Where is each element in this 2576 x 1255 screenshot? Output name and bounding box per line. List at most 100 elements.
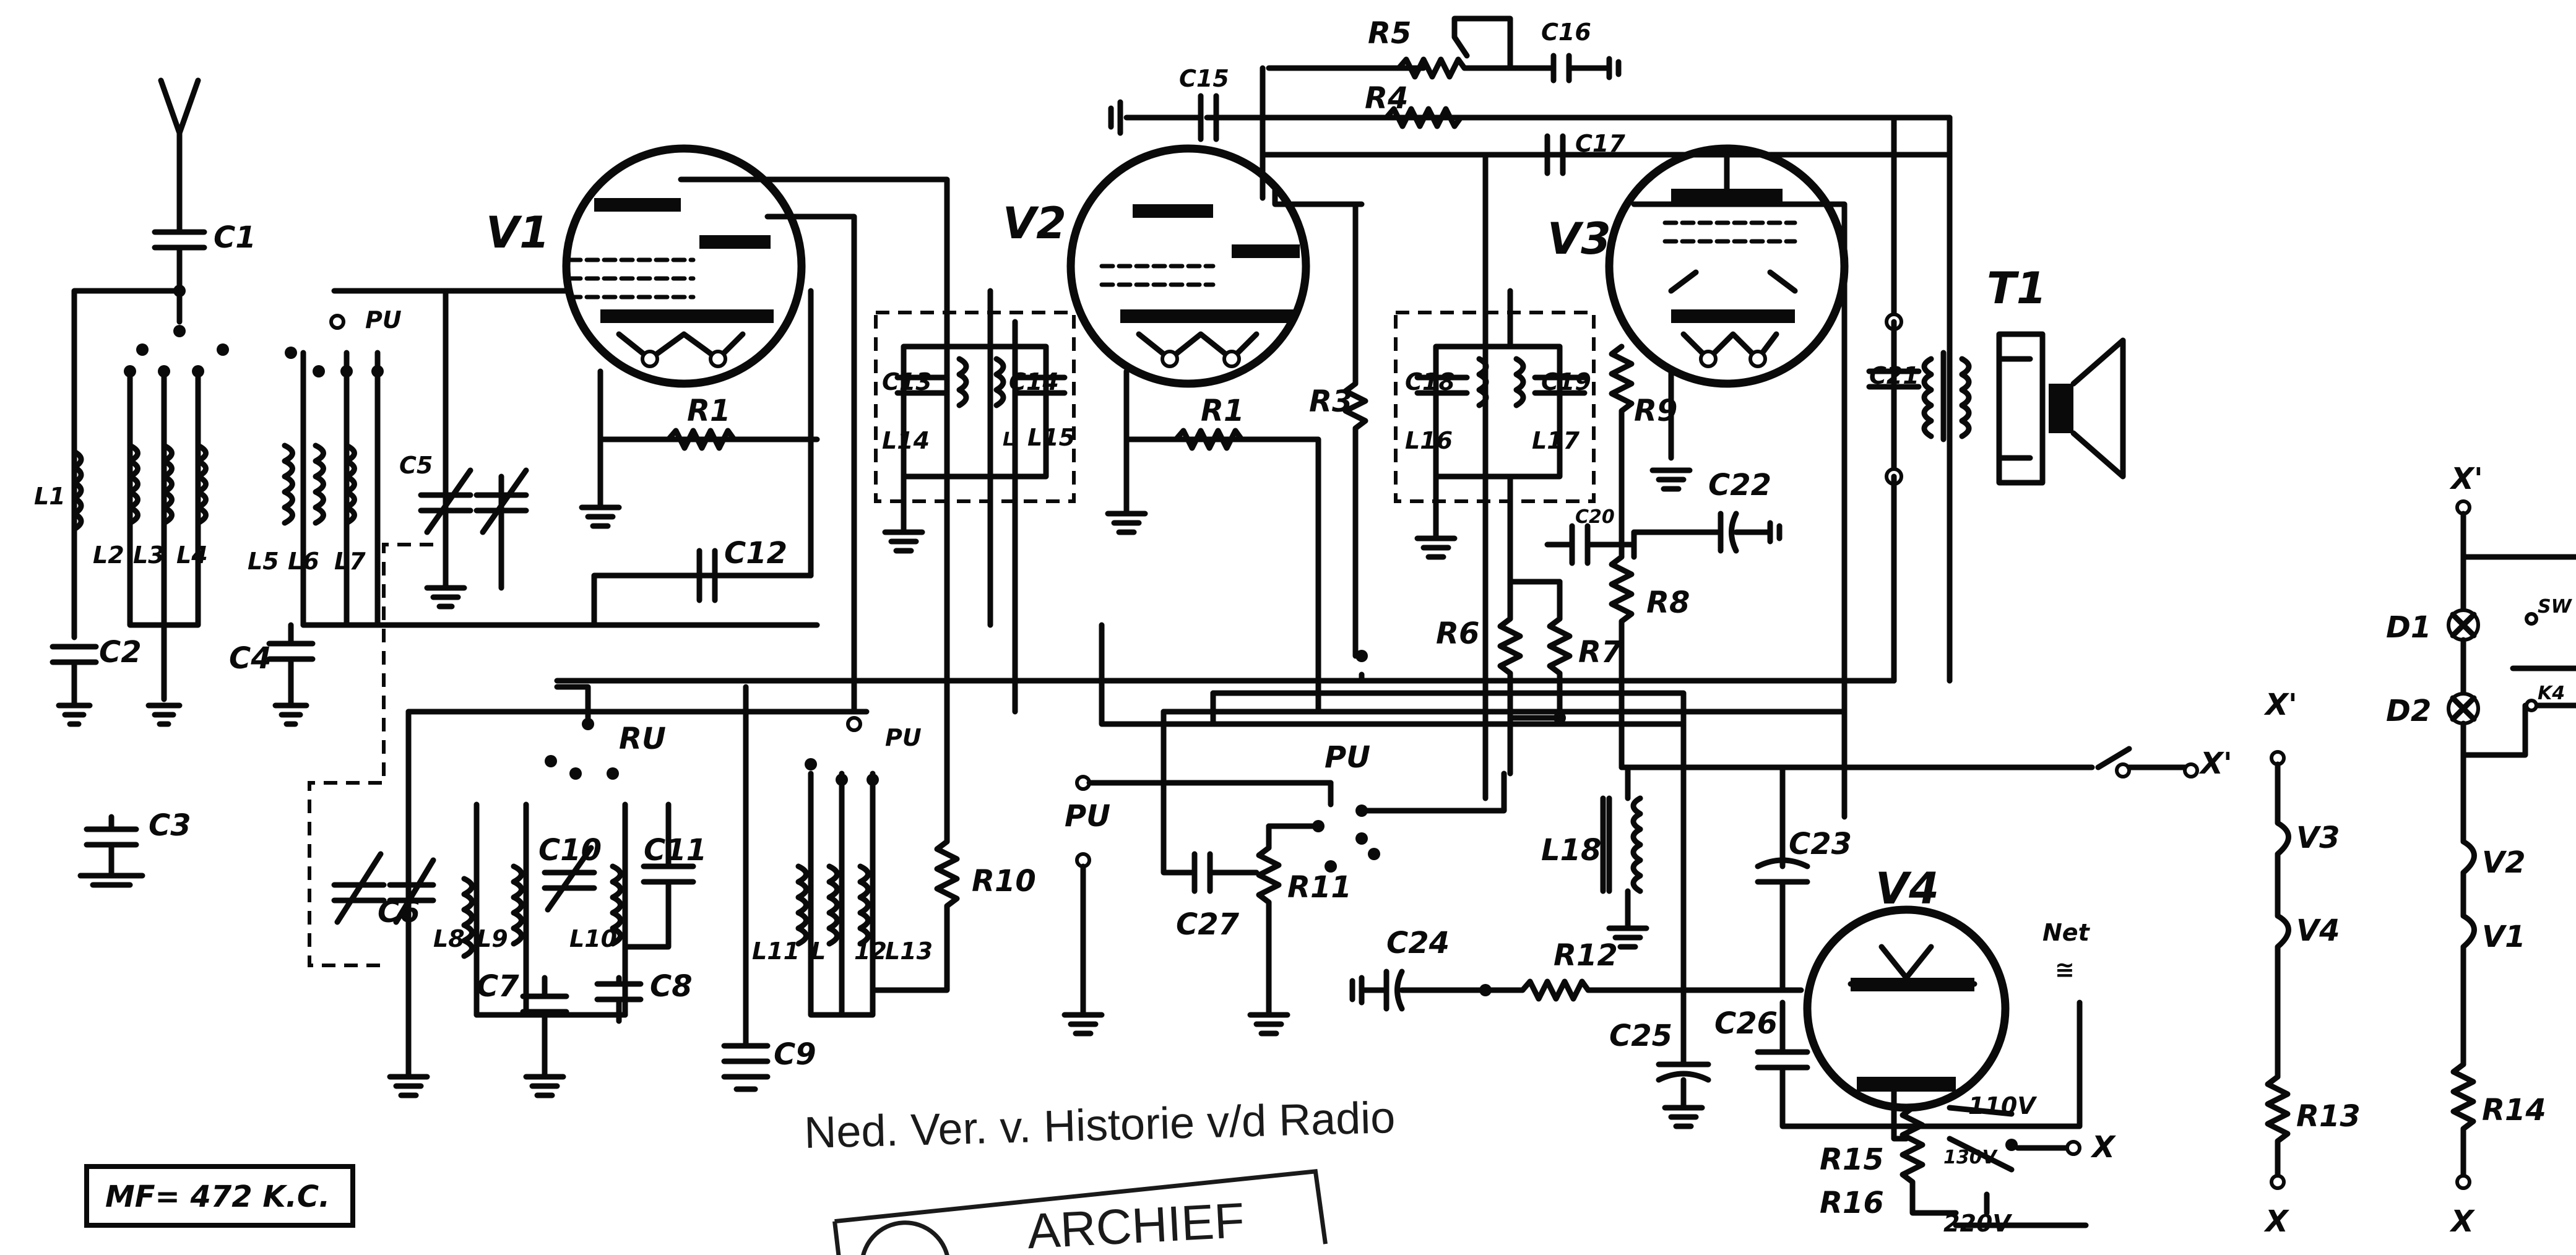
label-d2: D2 — [2386, 694, 2431, 728]
label-v1: V1 — [486, 207, 550, 258]
label-c26: C26 — [1714, 1006, 1778, 1041]
label-r5: R5 — [1368, 16, 1411, 51]
power-section — [1349, 746, 2199, 1129]
input-coil-bank — [266, 288, 820, 967]
label-c14: C14 — [1009, 368, 1059, 395]
label-r9: R9 — [1634, 394, 1677, 428]
label-r1: R1 — [687, 394, 730, 428]
label-c25: C25 — [1609, 1019, 1672, 1053]
label-l8: L8 — [433, 925, 465, 952]
label-l4: L4 — [176, 541, 208, 569]
label-ru: RU — [619, 722, 666, 756]
label-l3: L3 — [133, 541, 165, 569]
label-fil-v4: V4 — [2296, 913, 2340, 948]
label-c10: C10 — [538, 833, 602, 868]
label-sw2: K4 — [2538, 683, 2565, 704]
label-c12: C12 — [724, 536, 787, 571]
label-sw1: SW — [2538, 596, 2573, 618]
label-r10: R10 — [972, 864, 1036, 899]
label-r3: R3 — [1309, 384, 1352, 419]
label-c7: C7 — [477, 969, 519, 1004]
label-r11: R11 — [1287, 870, 1352, 905]
label-c15: C15 — [1179, 65, 1229, 92]
archive-stamp: ARCHIEF — [832, 1169, 1328, 1255]
if-coil-bank — [721, 684, 960, 1092]
label-l17: L17 — [1532, 427, 1580, 454]
tube-v1 — [562, 144, 950, 715]
label-fil-v2: V2 — [2482, 845, 2526, 880]
stamp-text: ARCHIEF — [1026, 1192, 1245, 1255]
label-c13: C13 — [882, 368, 932, 395]
label-c18: C18 — [1405, 368, 1455, 395]
label-pu3: PU — [1065, 799, 1110, 834]
label-r7: R7 — [1578, 635, 1622, 670]
label-220v: 220V — [1943, 1210, 2012, 1237]
label-t1: T1 — [1987, 263, 2046, 314]
label-c19: C19 — [1541, 368, 1591, 395]
label-fil-v1: V1 — [2482, 920, 2526, 954]
label-x-2: X — [2263, 1204, 2289, 1239]
antenna-icon — [158, 77, 201, 235]
label-c5: C5 — [399, 452, 433, 479]
label-c4: C4 — [229, 641, 272, 676]
label-l2: L2 — [93, 541, 124, 569]
label-r8: R8 — [1646, 585, 1690, 620]
label-pu2: PU — [885, 724, 922, 751]
mf-label: MF= 472 K.C. — [105, 1180, 330, 1214]
label-c1: C1 — [214, 220, 256, 255]
tube-v4 — [1803, 905, 2089, 1228]
antenna-section — [50, 77, 229, 888]
label-pu4: PU — [1325, 740, 1370, 775]
label-c3: C3 — [149, 808, 191, 843]
label-r6: R6 — [1436, 616, 1479, 651]
label-c22: C22 — [1708, 468, 1771, 502]
label-l14: L14 — [882, 427, 930, 454]
label-x-1: X — [2090, 1130, 2116, 1165]
label-c6: C6 — [378, 895, 420, 929]
if-transformer-1 — [874, 288, 1076, 715]
label-l1: L1 — [34, 483, 66, 510]
filament-chain-2 — [2447, 499, 2576, 1190]
label-c24: C24 — [1386, 926, 1450, 960]
label-r16: R16 — [1820, 1186, 1884, 1220]
label-l5: L5 — [248, 548, 279, 575]
label-c16: C16 — [1541, 19, 1591, 46]
label-l-if: L — [1003, 429, 1014, 451]
label-net-symbol: ≅ — [2055, 956, 2075, 983]
label-l12: 12 — [854, 938, 887, 965]
label-pu1: PU — [365, 306, 402, 334]
bottom-bus — [554, 616, 1953, 820]
label-x-3: X — [2449, 1204, 2475, 1239]
oscillator-section — [331, 684, 870, 1098]
label-c11: C11 — [644, 833, 707, 868]
label-l18: L18 — [1541, 833, 1601, 868]
label-c21: C21 — [1869, 362, 1919, 389]
label-r4: R4 — [1365, 81, 1408, 116]
mf-frequency-box: MF= 472 K.C. — [84, 1164, 355, 1228]
label-l13: L13 — [885, 938, 933, 965]
label-c20: C20 — [1575, 506, 1615, 528]
label-net: Net — [2042, 919, 2091, 946]
label-r12: R12 — [1554, 938, 1618, 973]
tube-v3 — [1497, 144, 1849, 777]
label-l7: L7 — [334, 548, 366, 575]
label-l16: L16 — [1405, 427, 1453, 454]
label-c2: C2 — [99, 635, 142, 670]
label-c23: C23 — [1789, 827, 1852, 861]
label-r2: R1 — [1201, 394, 1244, 428]
component-labels: C1 C2 C3 C4 C5 C6 C7 C8 C9 C10 C11 C12 C… — [34, 16, 2573, 1239]
speaker-icon — [2070, 337, 2126, 480]
label-c9: C9 — [774, 1037, 816, 1072]
filament-chain-1 — [2265, 750, 2291, 1190]
label-l11: L11 — [752, 938, 800, 965]
label-l10: L10 — [569, 925, 617, 952]
label-v3: V3 — [1547, 213, 1611, 264]
pu-switch-section — [1061, 709, 1507, 1037]
label-x-prime-1: X' — [2198, 746, 2232, 781]
footer-org: Ned. Ver. v. Historie v/d Radio — [803, 1093, 1396, 1158]
label-d1: D1 — [2386, 610, 2431, 645]
label-c17: C17 — [1575, 130, 1625, 157]
label-x-prime-3: X' — [2449, 462, 2483, 496]
label-130v: 130V — [1943, 1147, 1999, 1168]
